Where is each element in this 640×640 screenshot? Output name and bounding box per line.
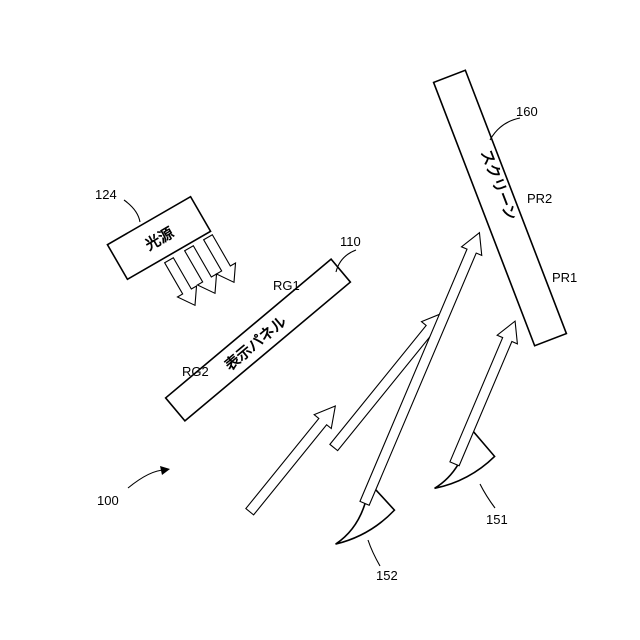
label-124: 124 xyxy=(95,187,117,202)
leader-100-arrowhead xyxy=(160,466,170,475)
mirror-152 xyxy=(318,479,397,549)
label-110: 110 xyxy=(340,234,361,249)
display-panel: 表示パネル xyxy=(166,259,351,421)
label-rg2: RG2 xyxy=(182,364,209,379)
leader-100 xyxy=(128,470,165,488)
leader-152 xyxy=(368,540,380,566)
leader-124 xyxy=(124,200,140,222)
label-pr2: PR2 xyxy=(527,191,552,206)
label-rg1: RG1 xyxy=(273,278,300,293)
leader-lines xyxy=(124,118,520,566)
label-152: 152 xyxy=(376,568,398,583)
leader-160 xyxy=(490,118,520,140)
label-100: 100 xyxy=(97,493,119,508)
label-160: 160 xyxy=(516,104,538,119)
label-151: 151 xyxy=(486,512,508,527)
light-path-arrows xyxy=(241,228,525,518)
label-pr1: PR1 xyxy=(552,270,577,285)
leader-151 xyxy=(480,484,495,508)
